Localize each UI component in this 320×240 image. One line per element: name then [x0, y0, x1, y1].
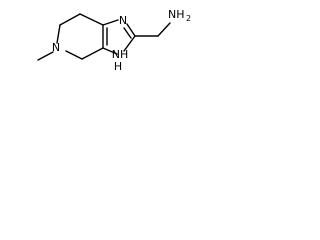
bond-c2-n3 [123, 35, 136, 52]
molecule-diagram: N N NH H NH 2 [0, 0, 212, 79]
atom-label-n-methyl: N [52, 41, 60, 54]
molecule-structure: N N NH H NH 2 [37, 8, 191, 73]
atom-label-nh2: NH [168, 8, 185, 21]
bond-n1-c2-double [123, 27, 132, 39]
bond-n5-methyl [37, 51, 54, 61]
bond-n1-c2 [126, 23, 136, 37]
atom-label-n-imidazole: N [119, 14, 127, 27]
bond-n3-c3a [102, 47, 118, 55]
bond-n5-c6 [56, 24, 61, 44]
bond-ch2-nh2 [157, 22, 171, 37]
bond-c4-n5 [65, 50, 83, 60]
atom-label-nh2-subscript: 2 [186, 14, 191, 23]
bond-c3a-c4 [81, 47, 104, 60]
bond-c7-c7a [79, 13, 104, 26]
bond-c7a-n1 [102, 19, 119, 26]
bond-c6-c7 [59, 13, 81, 26]
atom-label-nh-imidazole: NH [112, 48, 129, 61]
atom-label-h-prefix: H [114, 60, 122, 73]
